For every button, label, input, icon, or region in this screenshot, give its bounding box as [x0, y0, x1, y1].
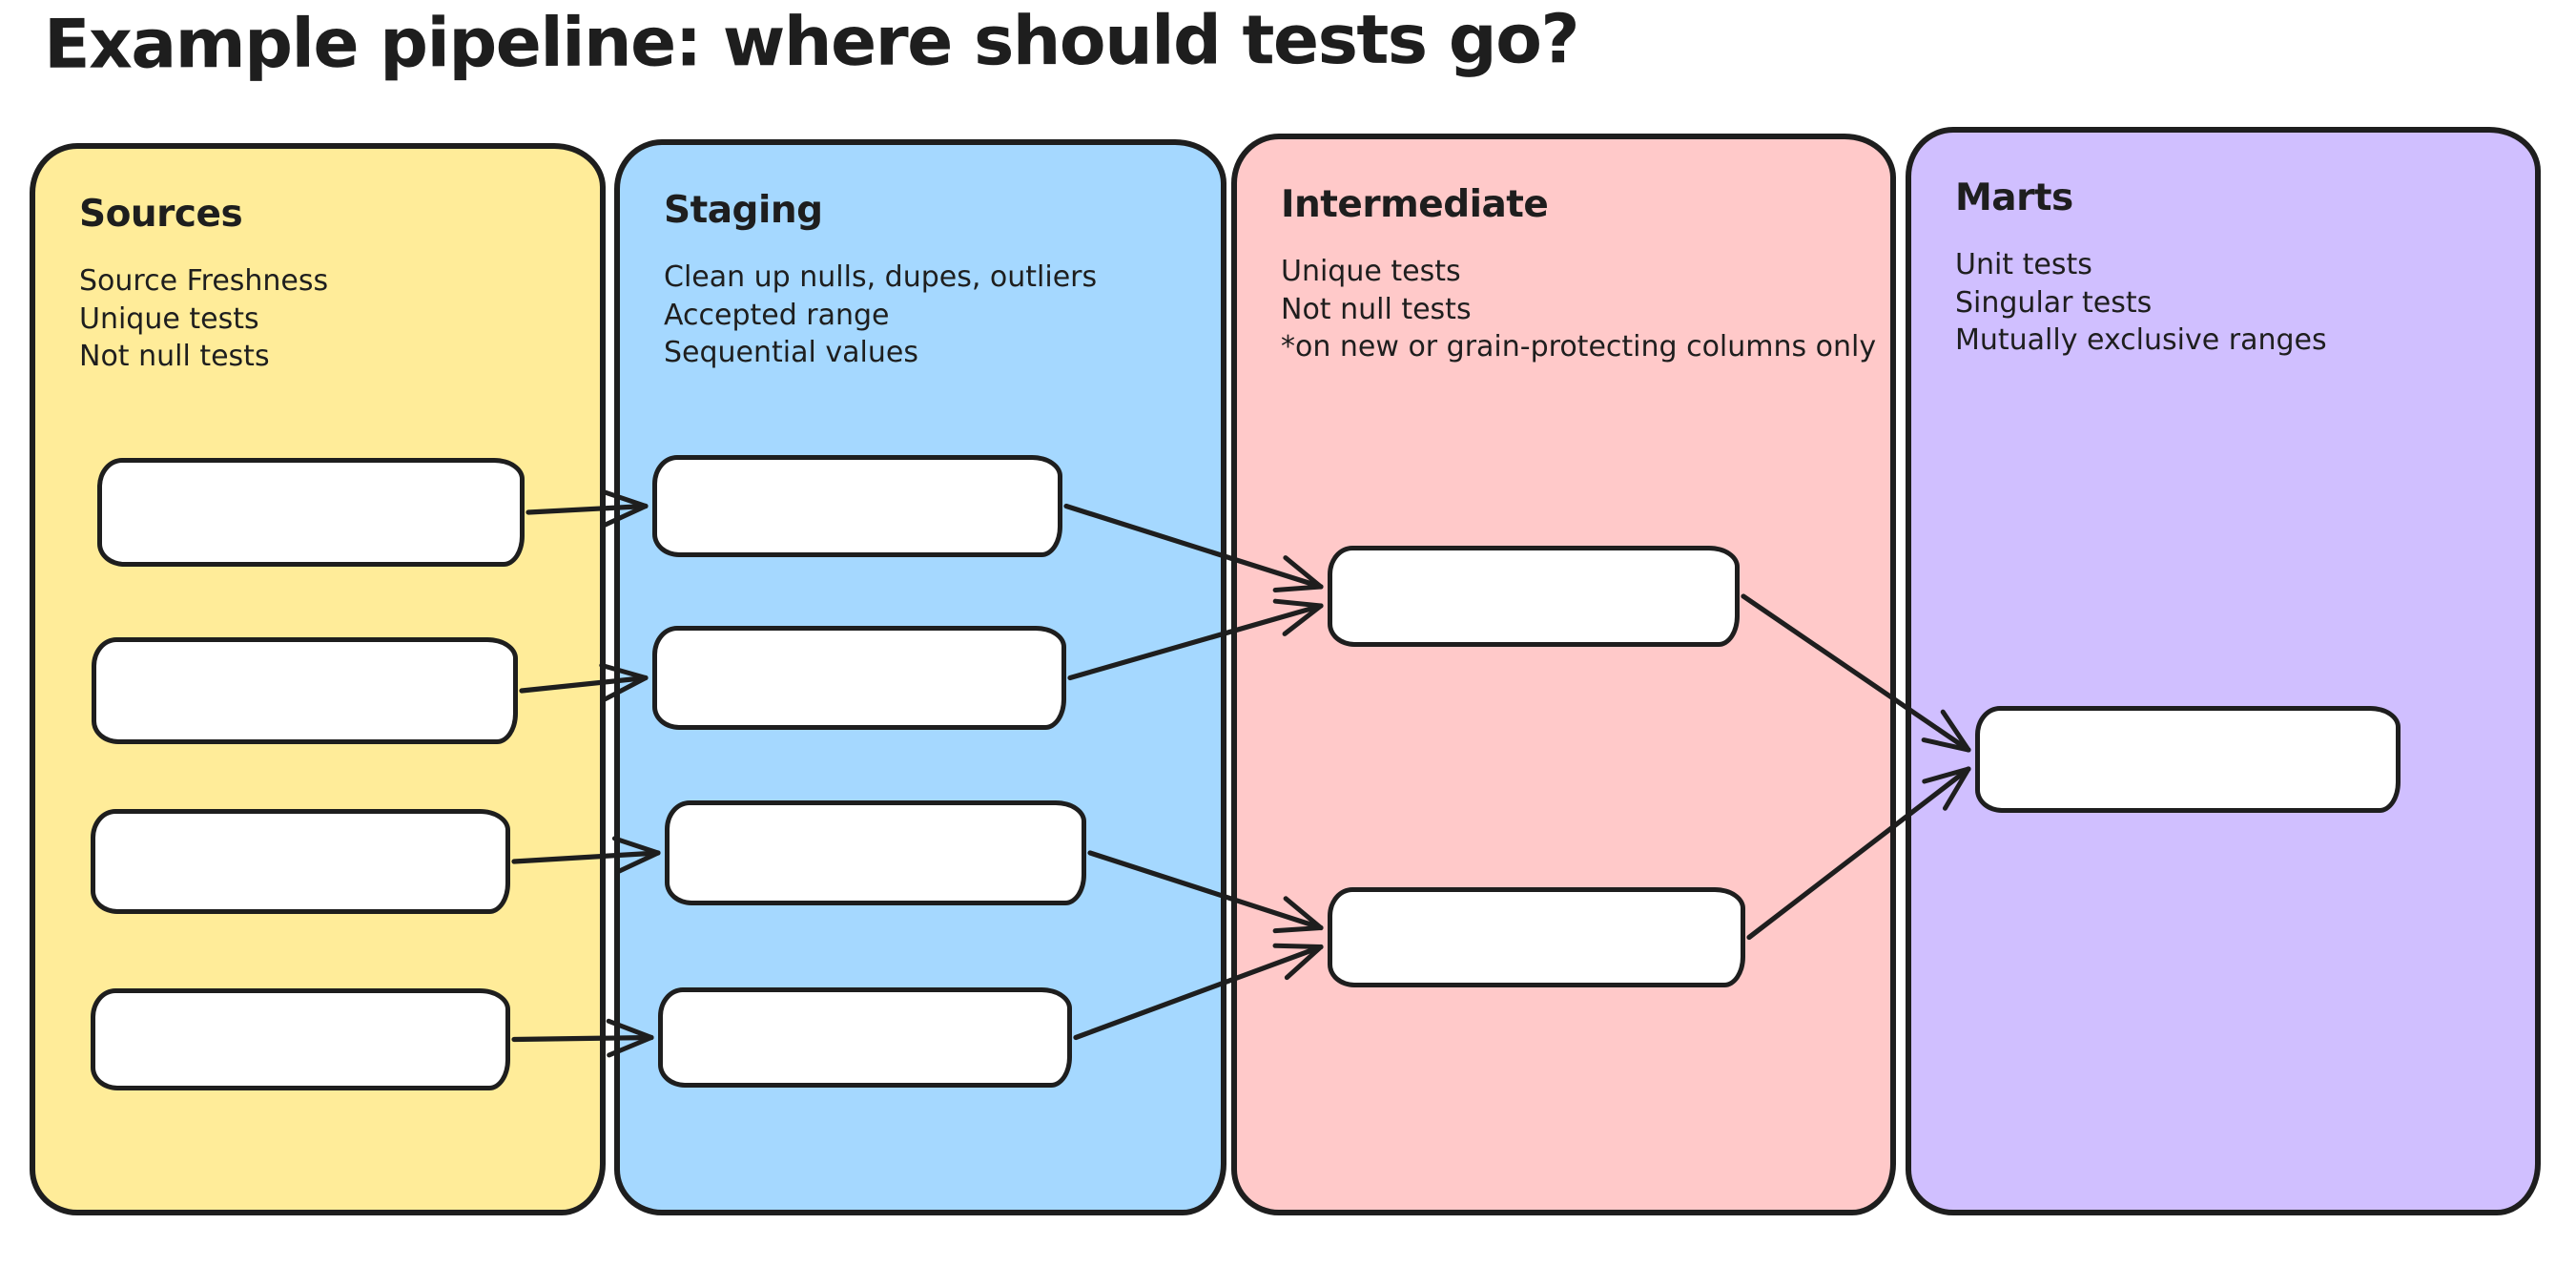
diagram-title: Example pipeline: where should tests go?: [43, 0, 1579, 84]
column-heading-staging: Staging: [664, 189, 823, 232]
note-line: Not null tests: [79, 340, 270, 373]
note-line: Sequential values: [664, 336, 918, 369]
note-line: Unique tests: [1281, 255, 1461, 288]
note-line: Source Freshness: [79, 264, 329, 298]
note-line: Mutually exclusive ranges: [1955, 323, 2327, 357]
note-line: Accepted range: [664, 298, 890, 332]
column-heading-sources: Sources: [79, 193, 243, 236]
note-line: Not null tests: [1281, 292, 1472, 326]
node-intermediate-2: [1328, 887, 1745, 987]
note-line: Unique tests: [79, 301, 259, 336]
node-staging-2: [652, 626, 1066, 730]
column-heading-marts: Marts: [1955, 176, 2073, 219]
node-sources-4: [91, 988, 510, 1090]
note-line: Singular tests: [1955, 285, 2153, 320]
note-line: Unit tests: [1955, 248, 2092, 281]
node-staging-1: [652, 455, 1062, 557]
node-marts-1: [1975, 706, 2401, 813]
node-intermediate-1: [1328, 546, 1740, 647]
node-sources-2: [92, 637, 518, 744]
note-line: Clean up nulls, dupes, outliers: [664, 260, 1098, 294]
column-heading-intermediate: Intermediate: [1281, 183, 1549, 226]
node-staging-4: [658, 987, 1072, 1088]
note-line: *on new or grain-protecting columns only: [1281, 330, 1877, 363]
node-staging-3: [665, 800, 1086, 905]
node-sources-1: [97, 458, 525, 567]
node-sources-3: [91, 809, 510, 914]
